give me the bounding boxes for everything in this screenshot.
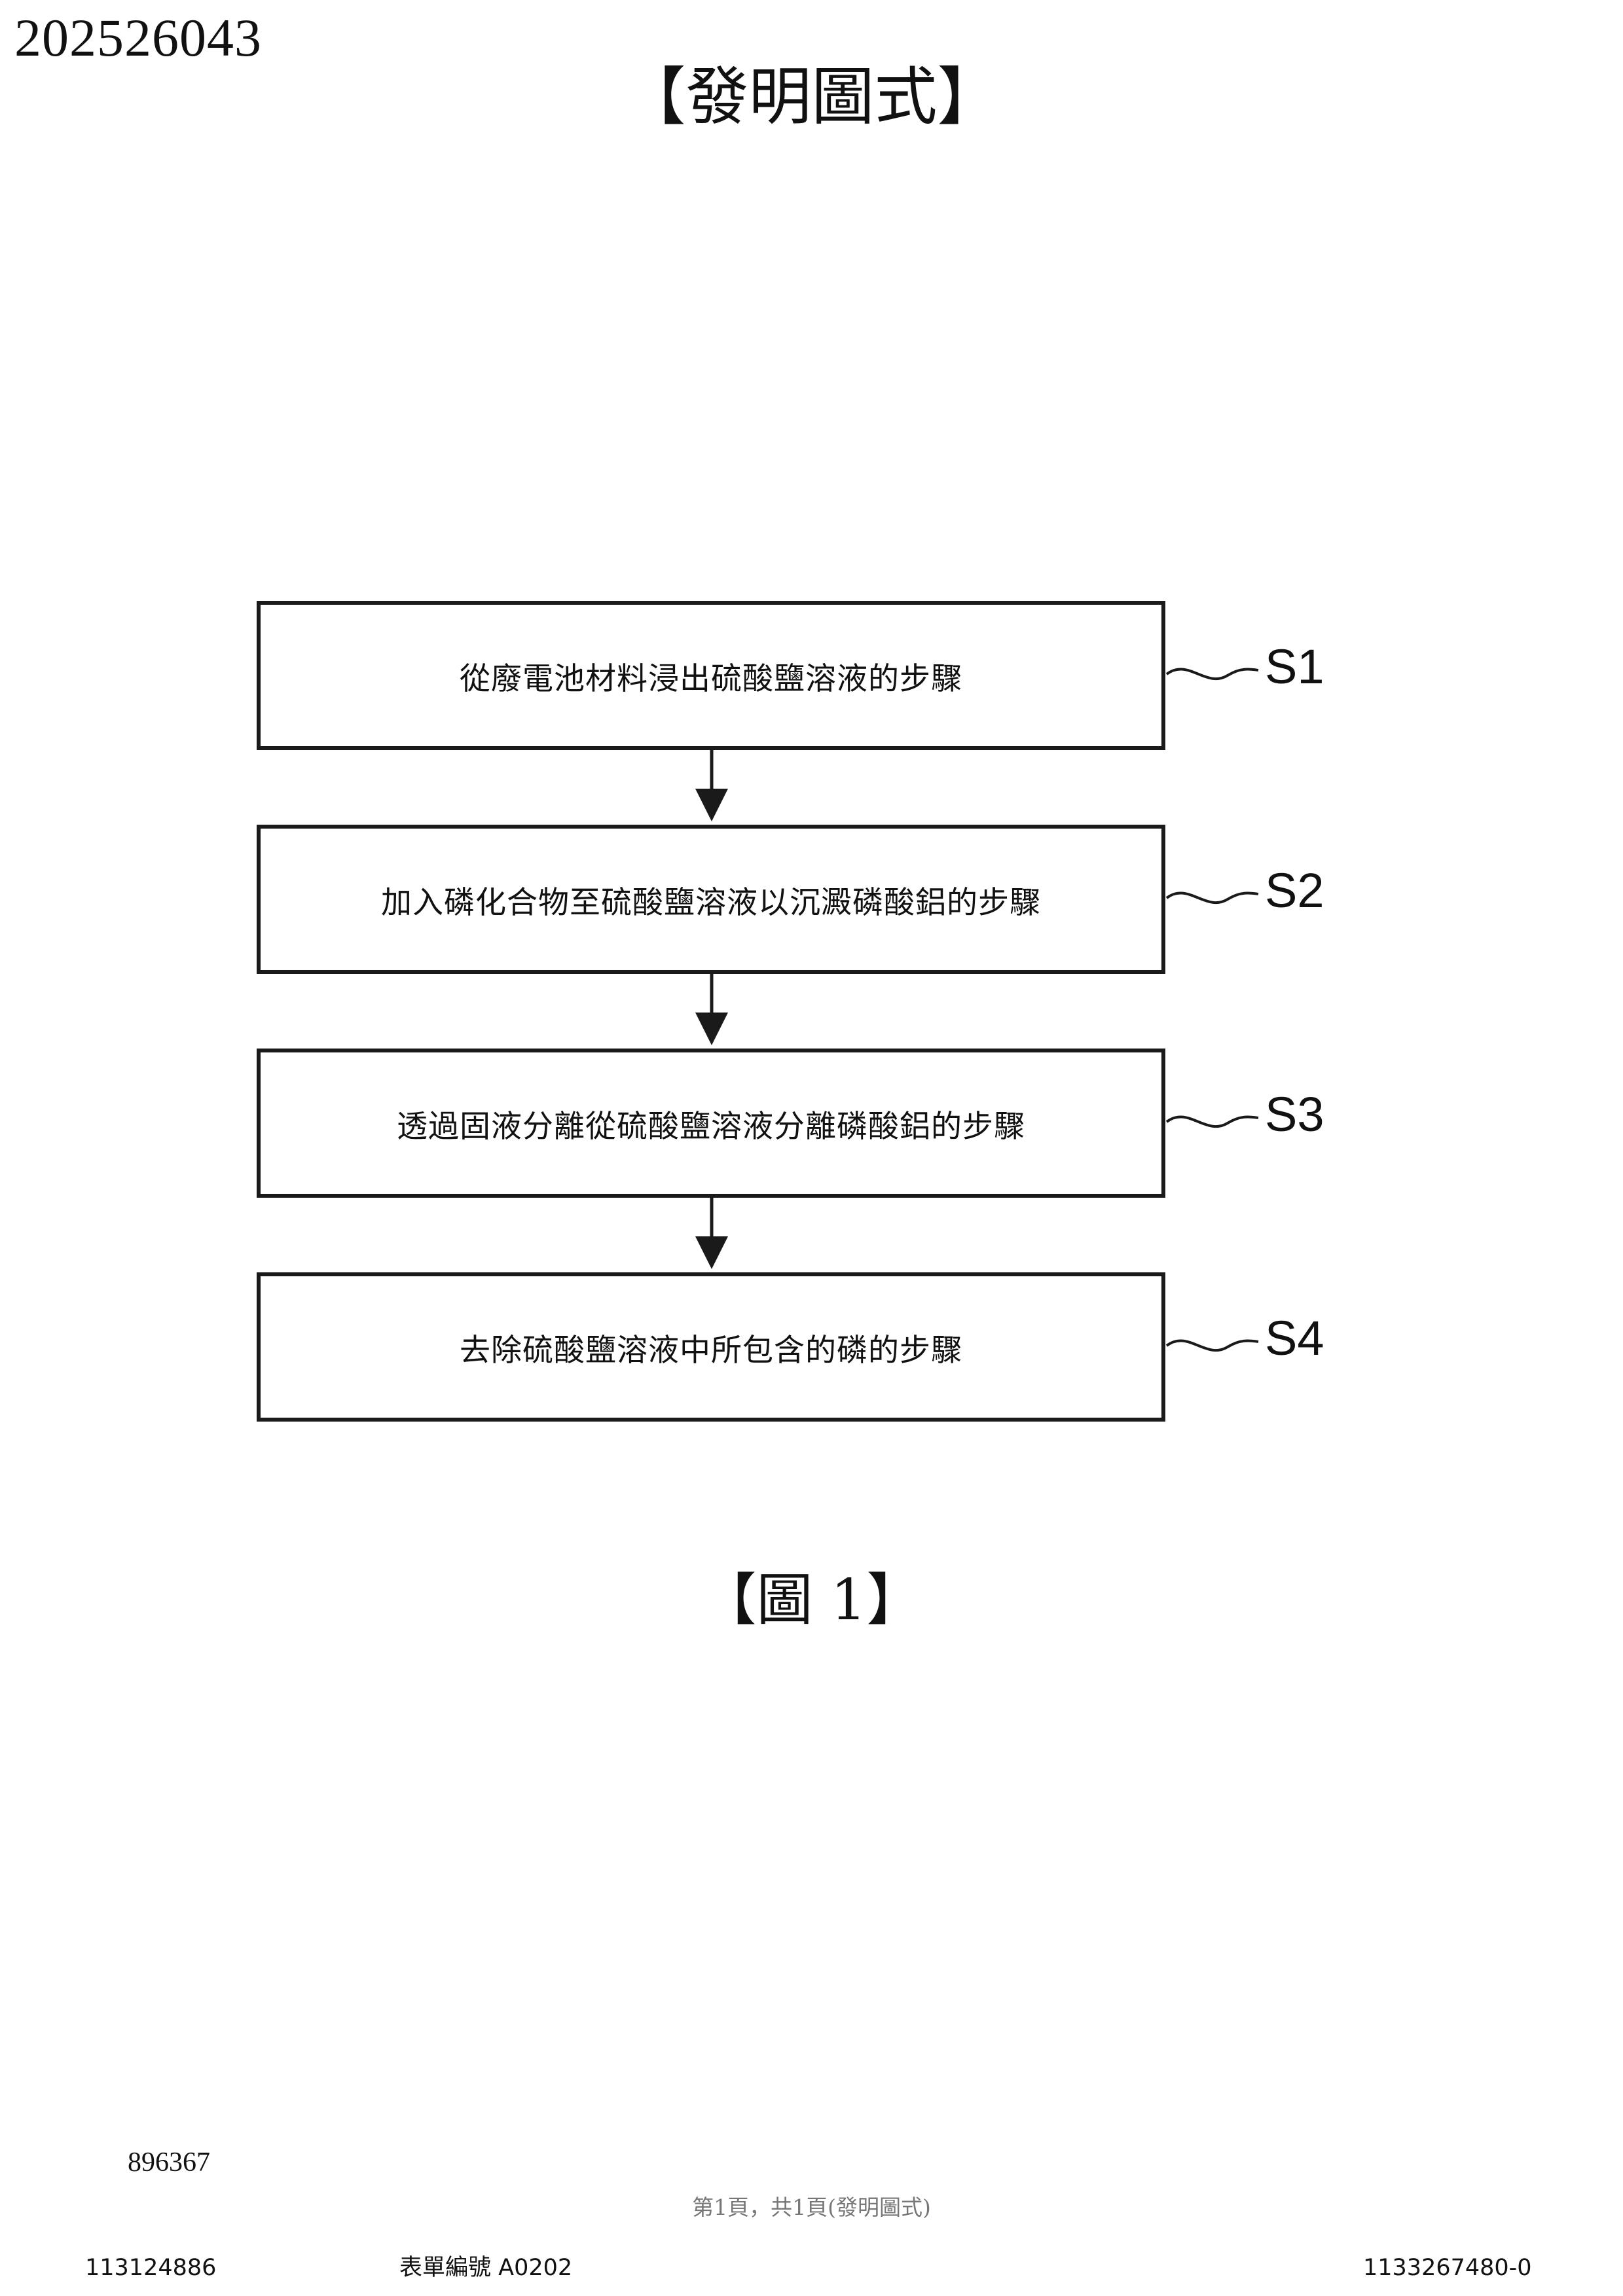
step-text-s1: 從廢電池材料浸出硫酸鹽溶液的步驟 <box>460 653 962 698</box>
step-box-s2: 加入磷化合物至硫酸鹽溶液以沉澱磷酸鋁的步驟 <box>257 825 1165 974</box>
page-indicator: 第1頁，共1頁(發明圖式) <box>0 2190 1623 2221</box>
leader-line-s3 <box>1167 1117 1258 1126</box>
step-text-s2: 加入磷化合物至硫酸鹽溶液以沉澱磷酸鋁的步驟 <box>381 877 1041 922</box>
footer-left-code: 113124886 <box>85 2251 216 2284</box>
flowchart: 從廢電池材料浸出硫酸鹽溶液的步驟 S1 加入磷化合物至硫酸鹽溶液以沉澱磷酸鋁的步… <box>0 0 1623 1505</box>
step-box-s1: 從廢電池材料浸出硫酸鹽溶液的步驟 <box>257 601 1165 750</box>
form-number: 表單編號 A0202 <box>399 2251 572 2284</box>
step-label-s4: S4 <box>1265 1309 1324 1368</box>
footer-right-code: 1133267480-0 <box>1363 2251 1532 2284</box>
step-text-s4: 去除硫酸鹽溶液中所包含的磷的步驟 <box>460 1325 962 1370</box>
step-box-s4: 去除硫酸鹽溶液中所包含的磷的步驟 <box>257 1272 1165 1422</box>
leader-line-s1 <box>1167 669 1258 679</box>
step-box-s3: 透過固液分離從硫酸鹽溶液分離磷酸鋁的步驟 <box>257 1049 1165 1198</box>
step-label-s3: S3 <box>1265 1085 1324 1144</box>
step-label-s2: S2 <box>1265 861 1324 920</box>
step-label-s1: S1 <box>1265 637 1324 696</box>
leader-line-s2 <box>1167 893 1258 903</box>
step-text-s3: 透過固液分離從硫酸鹽溶液分離磷酸鋁的步驟 <box>397 1101 1025 1146</box>
doc-code: 896367 <box>128 2147 210 2178</box>
leader-line-s4 <box>1167 1340 1258 1350</box>
figure-label: 【圖 1】 <box>0 1564 1623 1636</box>
